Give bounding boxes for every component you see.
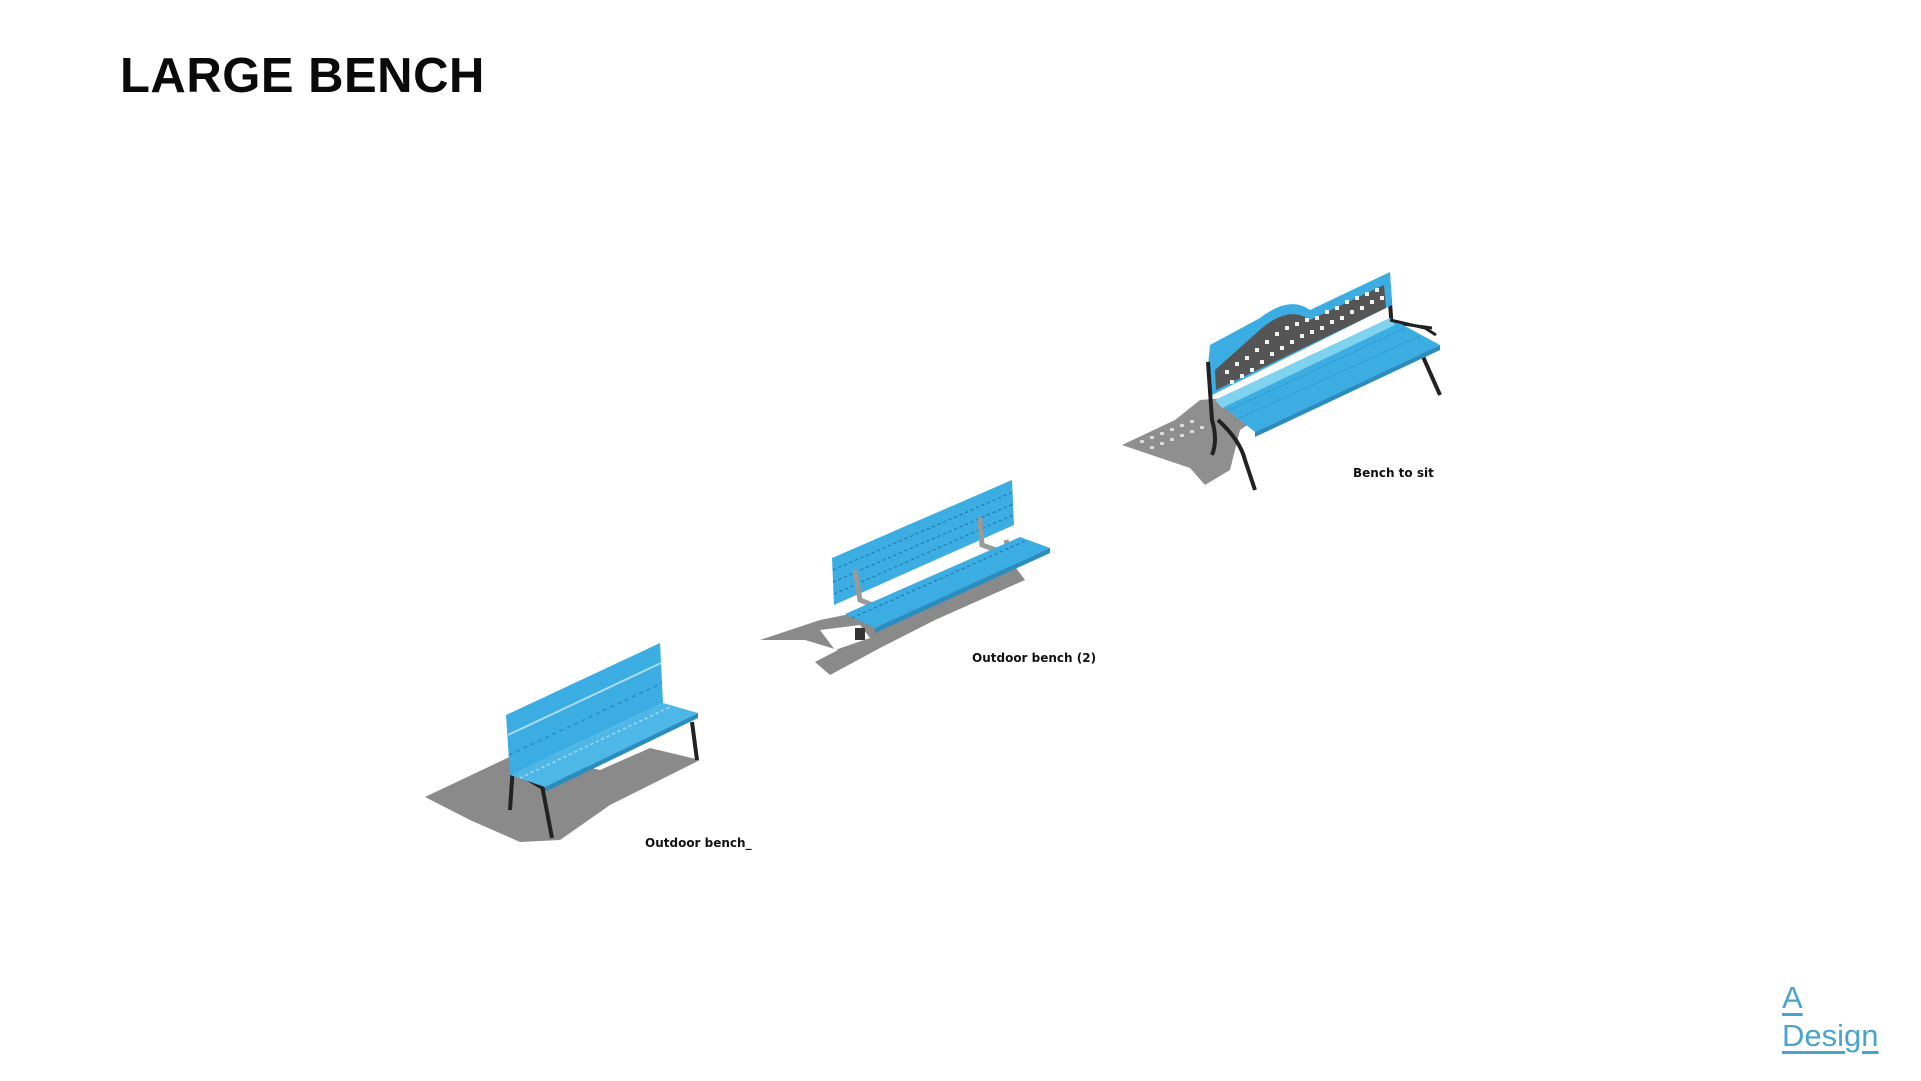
bench-label-outdoor-2: Outdoor bench (2) [972,651,1097,665]
page-title: LARGE BENCH [120,49,485,103]
logo-line-design: Design [1782,1018,1879,1053]
bench-label-bench-to-sit: Bench to sit [1353,466,1434,480]
bench-label-outdoor: Outdoor bench_ [645,836,752,850]
bench-outdoor-2-image [760,480,1050,675]
brand-logo: A Design [1782,980,1879,1054]
bench-to-sit-image [1122,272,1442,491]
bench-outdoor-image [425,643,700,842]
logo-line-a: A [1782,980,1803,1015]
